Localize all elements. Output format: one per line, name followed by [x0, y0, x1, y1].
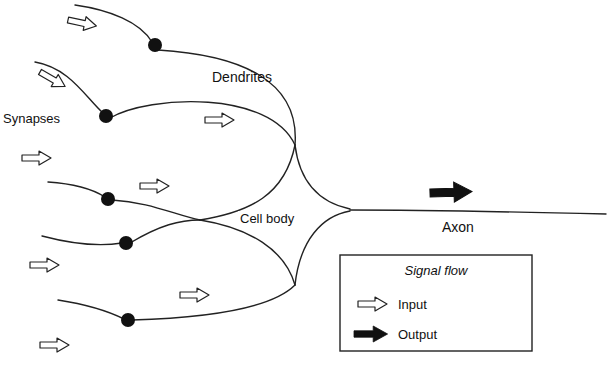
- input-arrows: [22, 13, 234, 352]
- output-arrow: [430, 182, 473, 203]
- legend-output-sample: [354, 326, 388, 342]
- legend-heading: Signal flow: [405, 263, 468, 278]
- part-label: Synapses: [3, 111, 60, 126]
- part-label: Cell body: [238, 211, 296, 226]
- legend-box: [340, 255, 532, 351]
- legend-input-sample: [358, 297, 387, 311]
- legend-entry: Input: [398, 297, 427, 312]
- part-label: Dendrites: [212, 70, 272, 85]
- legend-entry: Output: [398, 327, 437, 342]
- part-label: Axon: [442, 220, 474, 235]
